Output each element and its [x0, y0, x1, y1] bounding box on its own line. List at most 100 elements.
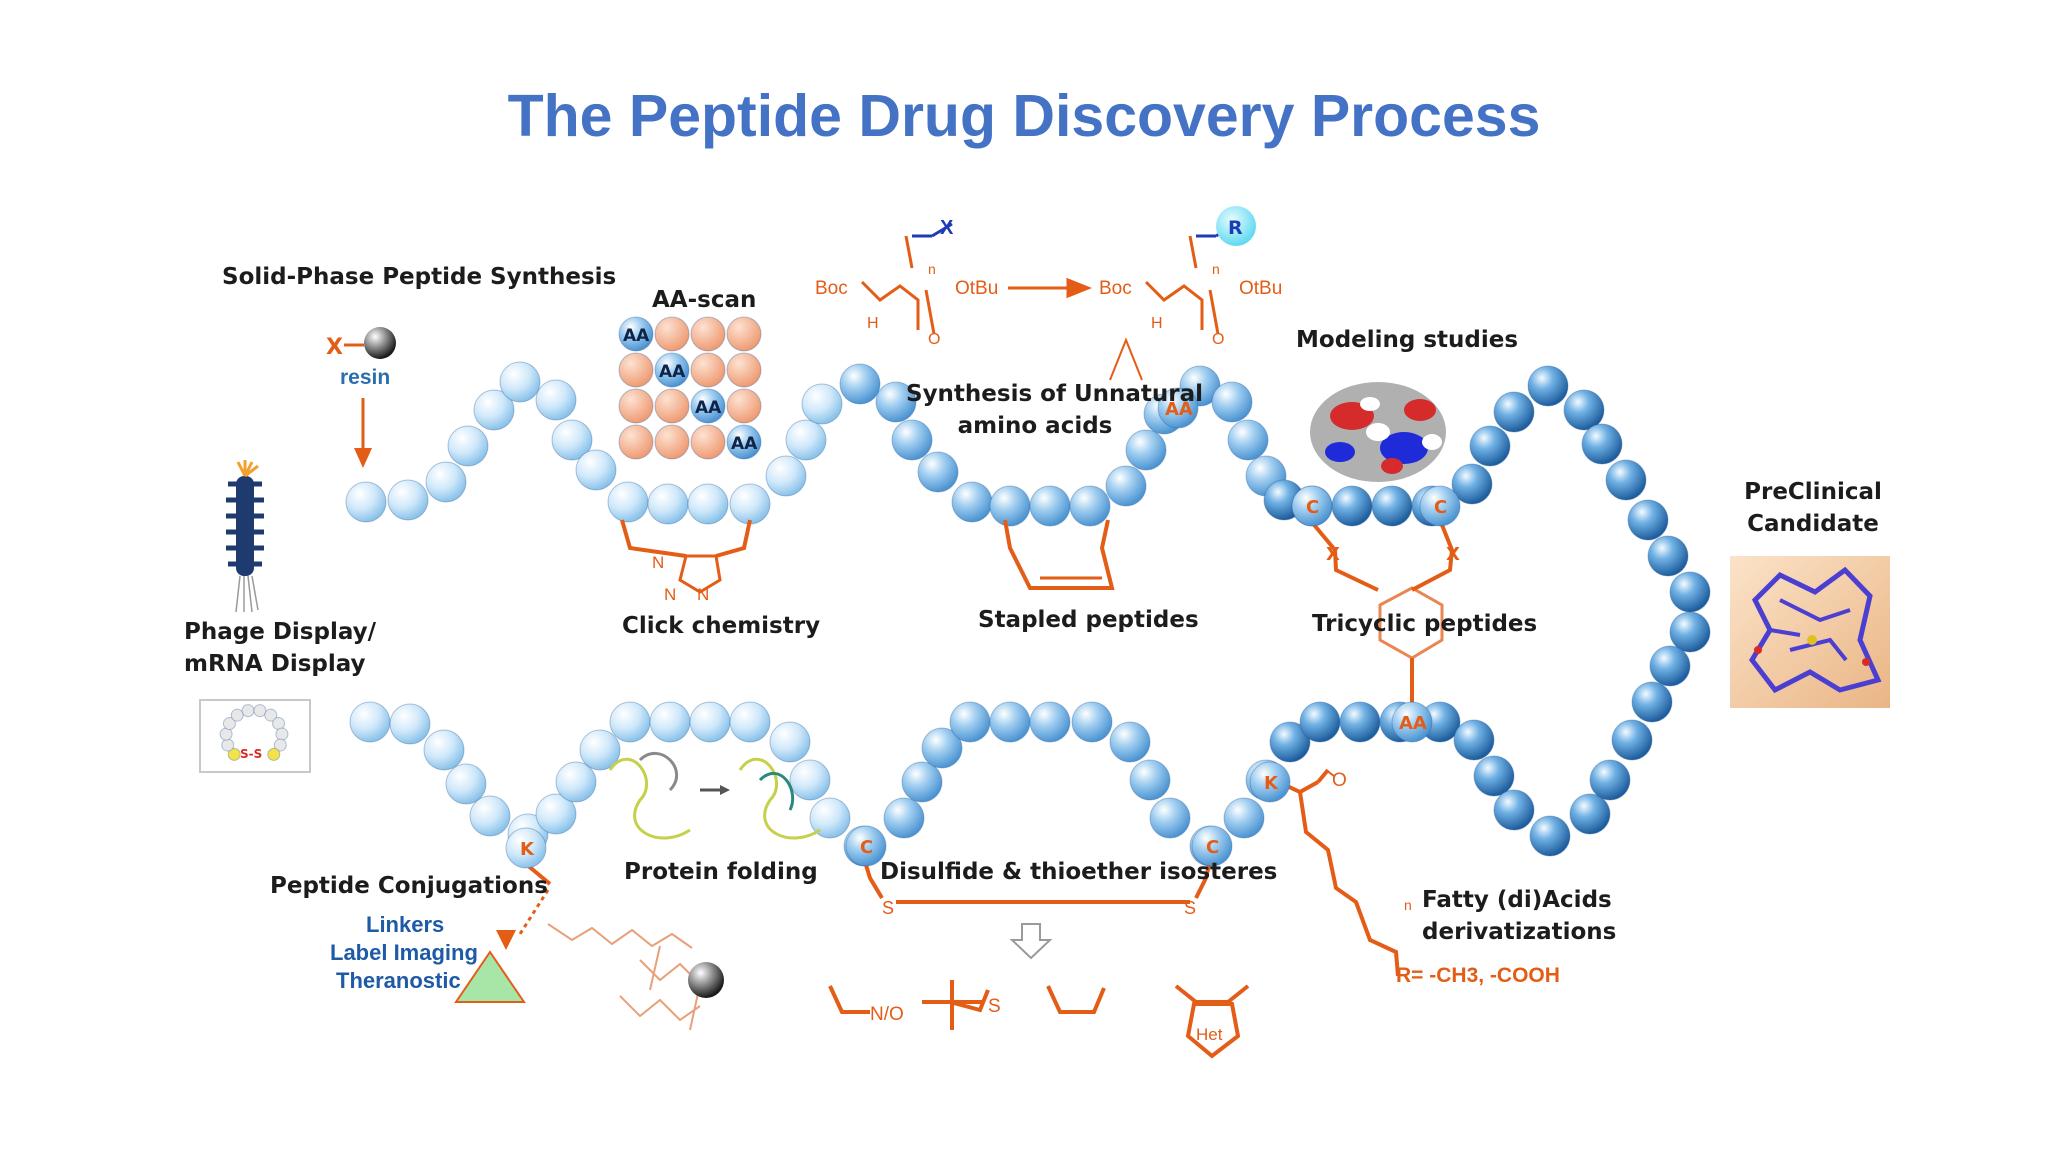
svg-text:Boc: Boc — [1099, 278, 1132, 299]
cyclic-bead — [253, 704, 267, 718]
chain-bead — [473, 389, 515, 431]
fatty-acids-label-line1: Fatty (di)Acids — [1422, 887, 1612, 913]
resin-bead-icon: X — [326, 327, 396, 468]
cyclic-bead — [267, 747, 281, 761]
aa-scan-label: AA-scan — [652, 287, 757, 313]
chain-bead — [387, 479, 429, 521]
aa-scan-bead-highlighted — [726, 424, 762, 460]
phage-display-label: Phage Display/ mRNA Display — [184, 616, 376, 680]
svg-text:n: n — [928, 261, 936, 277]
svg-text:S-S: S-S — [240, 747, 262, 761]
chain-bead — [1211, 381, 1253, 423]
chain-bead — [389, 703, 431, 745]
phage-display-icon — [226, 460, 264, 613]
cysteine-bead-label: C — [860, 837, 873, 858]
chain-bead — [949, 701, 991, 743]
down-arrow-icon — [1009, 923, 1053, 960]
chain-bead — [1453, 719, 1495, 761]
chain-bead — [469, 795, 511, 837]
chain-bead — [1071, 701, 1113, 743]
chain-bead — [1611, 719, 1653, 761]
cyclic-bead — [264, 708, 278, 722]
chain-bead — [1227, 419, 1269, 461]
chain-bead — [1149, 797, 1191, 839]
aa-bead-label: AA — [1165, 399, 1193, 420]
chain-bead — [801, 383, 843, 425]
peptide-chain-right-loop — [1605, 459, 1711, 761]
aa-scan-bead — [618, 424, 654, 460]
aa-scan-bead-label: AA — [659, 362, 686, 382]
svg-text:H: H — [1151, 315, 1163, 332]
conjugation-linker — [454, 862, 724, 1031]
cysteine-bead — [1419, 485, 1461, 527]
tricyclic-x-labels: X X — [1326, 544, 1460, 565]
x-group-label: X — [326, 335, 343, 360]
aa-bead-label: AA — [1399, 713, 1427, 734]
chain-bead — [1649, 645, 1691, 687]
chain-bead — [1109, 721, 1151, 763]
svg-text:S: S — [1184, 898, 1196, 918]
tricyclic-label: Tricyclic peptides — [1312, 611, 1538, 637]
aa-scan-bead — [690, 316, 726, 352]
chain-bead — [1339, 701, 1381, 743]
chain-bead — [839, 363, 881, 405]
stapled-label: Stapled peptides — [978, 607, 1199, 633]
chain-bead — [917, 451, 959, 493]
spps-label: Solid-Phase Peptide Synthesis — [222, 264, 617, 290]
aa-scan-bead — [726, 316, 762, 352]
click-chemistry-linker — [620, 519, 752, 594]
chain-bead — [551, 419, 593, 461]
fatty-acid-labels: O n — [1332, 770, 1412, 913]
chain-bead — [809, 797, 851, 839]
chain-bead — [687, 483, 729, 525]
chain-bead — [609, 701, 651, 743]
cyclic-bead — [221, 738, 235, 752]
resin-label: resin — [340, 366, 391, 389]
cysteine-bead-label: C — [1206, 837, 1219, 858]
chain-bead — [1029, 485, 1071, 527]
chain-bead — [499, 361, 541, 403]
chain-bead — [1631, 681, 1673, 723]
chain-bead — [729, 483, 771, 525]
chain-bead — [1069, 485, 1111, 527]
chain-bead — [1493, 391, 1535, 433]
unnatural-aa-reaction — [860, 222, 1233, 381]
chain-bead — [1223, 797, 1265, 839]
lysine-bead — [505, 827, 547, 869]
unnatural-aa-label: Synthesis of Unnatural amino acids — [906, 378, 1203, 442]
chain-bead — [989, 701, 1031, 743]
protein-folding-image — [608, 752, 821, 840]
chain-bead — [1627, 499, 1669, 541]
chain-bead — [1493, 789, 1535, 831]
tricyclic-linker — [1308, 518, 1455, 705]
unnatural-aa-text: Boc OtBu H O n X Boc OtBu H O n — [815, 217, 1282, 348]
svg-text:OtBu: OtBu — [1239, 278, 1282, 299]
aa-scan-bead — [618, 388, 654, 424]
chain-bead — [445, 763, 487, 805]
cyclic-bead — [275, 727, 289, 741]
chain-bead — [1527, 365, 1569, 407]
aa-bead — [1391, 701, 1433, 743]
theranostic-label: Theranostic — [336, 968, 461, 993]
aa-scan-bead-highlighted — [618, 316, 654, 352]
chain-bead — [1451, 463, 1493, 505]
chain-bead — [345, 481, 387, 523]
modeling-label: Modeling studies — [1296, 327, 1519, 353]
cysteine-bead-label: C — [1434, 497, 1447, 518]
isostere-structures — [828, 980, 1250, 1059]
svg-text:O: O — [1212, 331, 1224, 348]
aa-scan-bead — [690, 352, 726, 388]
svg-text:X: X — [1326, 544, 1340, 565]
chain-bead — [1469, 425, 1511, 467]
svg-text:S: S — [882, 898, 894, 918]
fatty-acids-label-line2: derivatizations — [1422, 919, 1617, 945]
svg-text:N: N — [697, 585, 709, 604]
isostere-labels: N/O S Het — [870, 996, 1223, 1044]
chain-bead — [535, 793, 577, 835]
chain-bead — [769, 721, 811, 763]
chain-bead — [1605, 459, 1647, 501]
svg-text:O: O — [928, 331, 940, 348]
cyclic-bead — [230, 708, 244, 722]
chain-bead — [1569, 793, 1611, 835]
